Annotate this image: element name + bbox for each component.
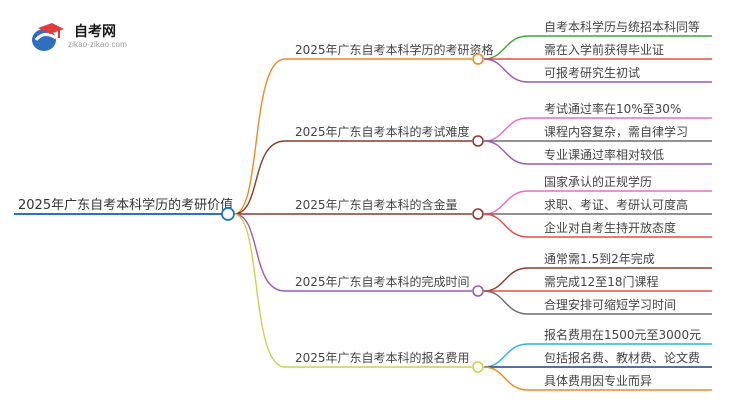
- leaf-connector: [483, 213, 712, 238]
- root-label: 2025年广东自考本科学历的考研价值: [18, 197, 233, 213]
- leaf-label: 国家承认的正规学历: [544, 174, 652, 189]
- leaf-label: 可报考研究生初试: [544, 65, 640, 80]
- leaf-label: 课程内容复杂，需自律学习: [544, 124, 688, 139]
- leaf-label: 需完成12至18门课程: [544, 274, 659, 289]
- leaf-connector: [483, 58, 712, 83]
- leaf-connector: [483, 117, 712, 142]
- branch-connector: [233, 213, 472, 368]
- leaf-label: 包括报名费、教材费、论文费: [544, 350, 700, 365]
- leaf-label: 通常需1.5到2年完成: [544, 251, 655, 266]
- leaf-label: 企业对自考生持开放态度: [544, 220, 676, 235]
- leaf-connector: [483, 35, 712, 60]
- branch-label: 2025年广东自考本科的报名费用: [295, 350, 470, 365]
- leaf-connector: [483, 290, 712, 315]
- leaf-label: 报名费用在1500元至3000元: [544, 327, 701, 342]
- leaf-label: 求职、考证、考研认可度高: [544, 197, 688, 212]
- branch-node: [472, 285, 484, 297]
- branch-node: [472, 135, 484, 147]
- branch-label: 2025年广东自考本科的完成时间: [295, 274, 470, 289]
- branch-node: [472, 361, 484, 373]
- brand-logo: 自考网 zikao-zikao.com: [30, 20, 150, 54]
- leaf-label: 需在入学前获得毕业证: [544, 42, 664, 57]
- branch-label: 2025年广东自考本科的含金量: [295, 197, 458, 212]
- brand-title: 自考网: [74, 24, 116, 40]
- leaf-connector: [483, 343, 712, 368]
- leaf-label: 专业课通过率相对较低: [544, 147, 664, 162]
- leaf-label: 考试通过率在10%至30%: [544, 101, 681, 116]
- branch-connector: [233, 213, 472, 292]
- branch-node: [472, 53, 484, 65]
- leaf-connector: [483, 140, 712, 165]
- leaf-connector: [483, 267, 712, 292]
- leaf-label: 合理安排可缩短学习时间: [544, 297, 676, 312]
- brand-url: zikao-zikao.com: [68, 40, 127, 49]
- leaf-connector: [483, 190, 712, 215]
- branch-node: [472, 208, 484, 220]
- leaf-label: 自考本科学历与统招本科同等: [544, 19, 700, 34]
- branch-connector: [233, 140, 472, 215]
- root-node: [221, 207, 235, 221]
- graduation-cap-icon: [32, 23, 64, 51]
- branch-connector: [233, 58, 472, 215]
- branch-label: 2025年广东自考本科学历的考研资格: [295, 42, 494, 57]
- branch-label: 2025年广东自考本科的考试难度: [295, 124, 470, 139]
- leaf-connector: [483, 366, 712, 391]
- leaf-label: 具体费用因专业而异: [544, 373, 652, 388]
